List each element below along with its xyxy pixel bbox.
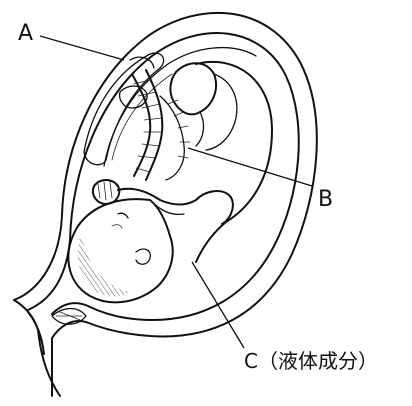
fetus-ear: [136, 249, 150, 264]
uterus-outer-wall: [14, 13, 317, 396]
label-a: A: [18, 21, 33, 46]
fetus-hand: [93, 180, 119, 204]
placenta: [84, 53, 164, 165]
fetus-legs: [170, 63, 216, 114]
uterus-inner-wall: [28, 33, 299, 320]
fetus-hair: [78, 236, 130, 297]
label-a-leader: [40, 36, 124, 60]
label-c: C（液体成分）: [244, 349, 378, 373]
label-b: B: [318, 187, 333, 212]
umbilical-cord: [132, 74, 150, 176]
fetus-arm: [118, 189, 196, 205]
label-c-leader: [192, 262, 244, 348]
label-b-leader: [188, 148, 312, 186]
